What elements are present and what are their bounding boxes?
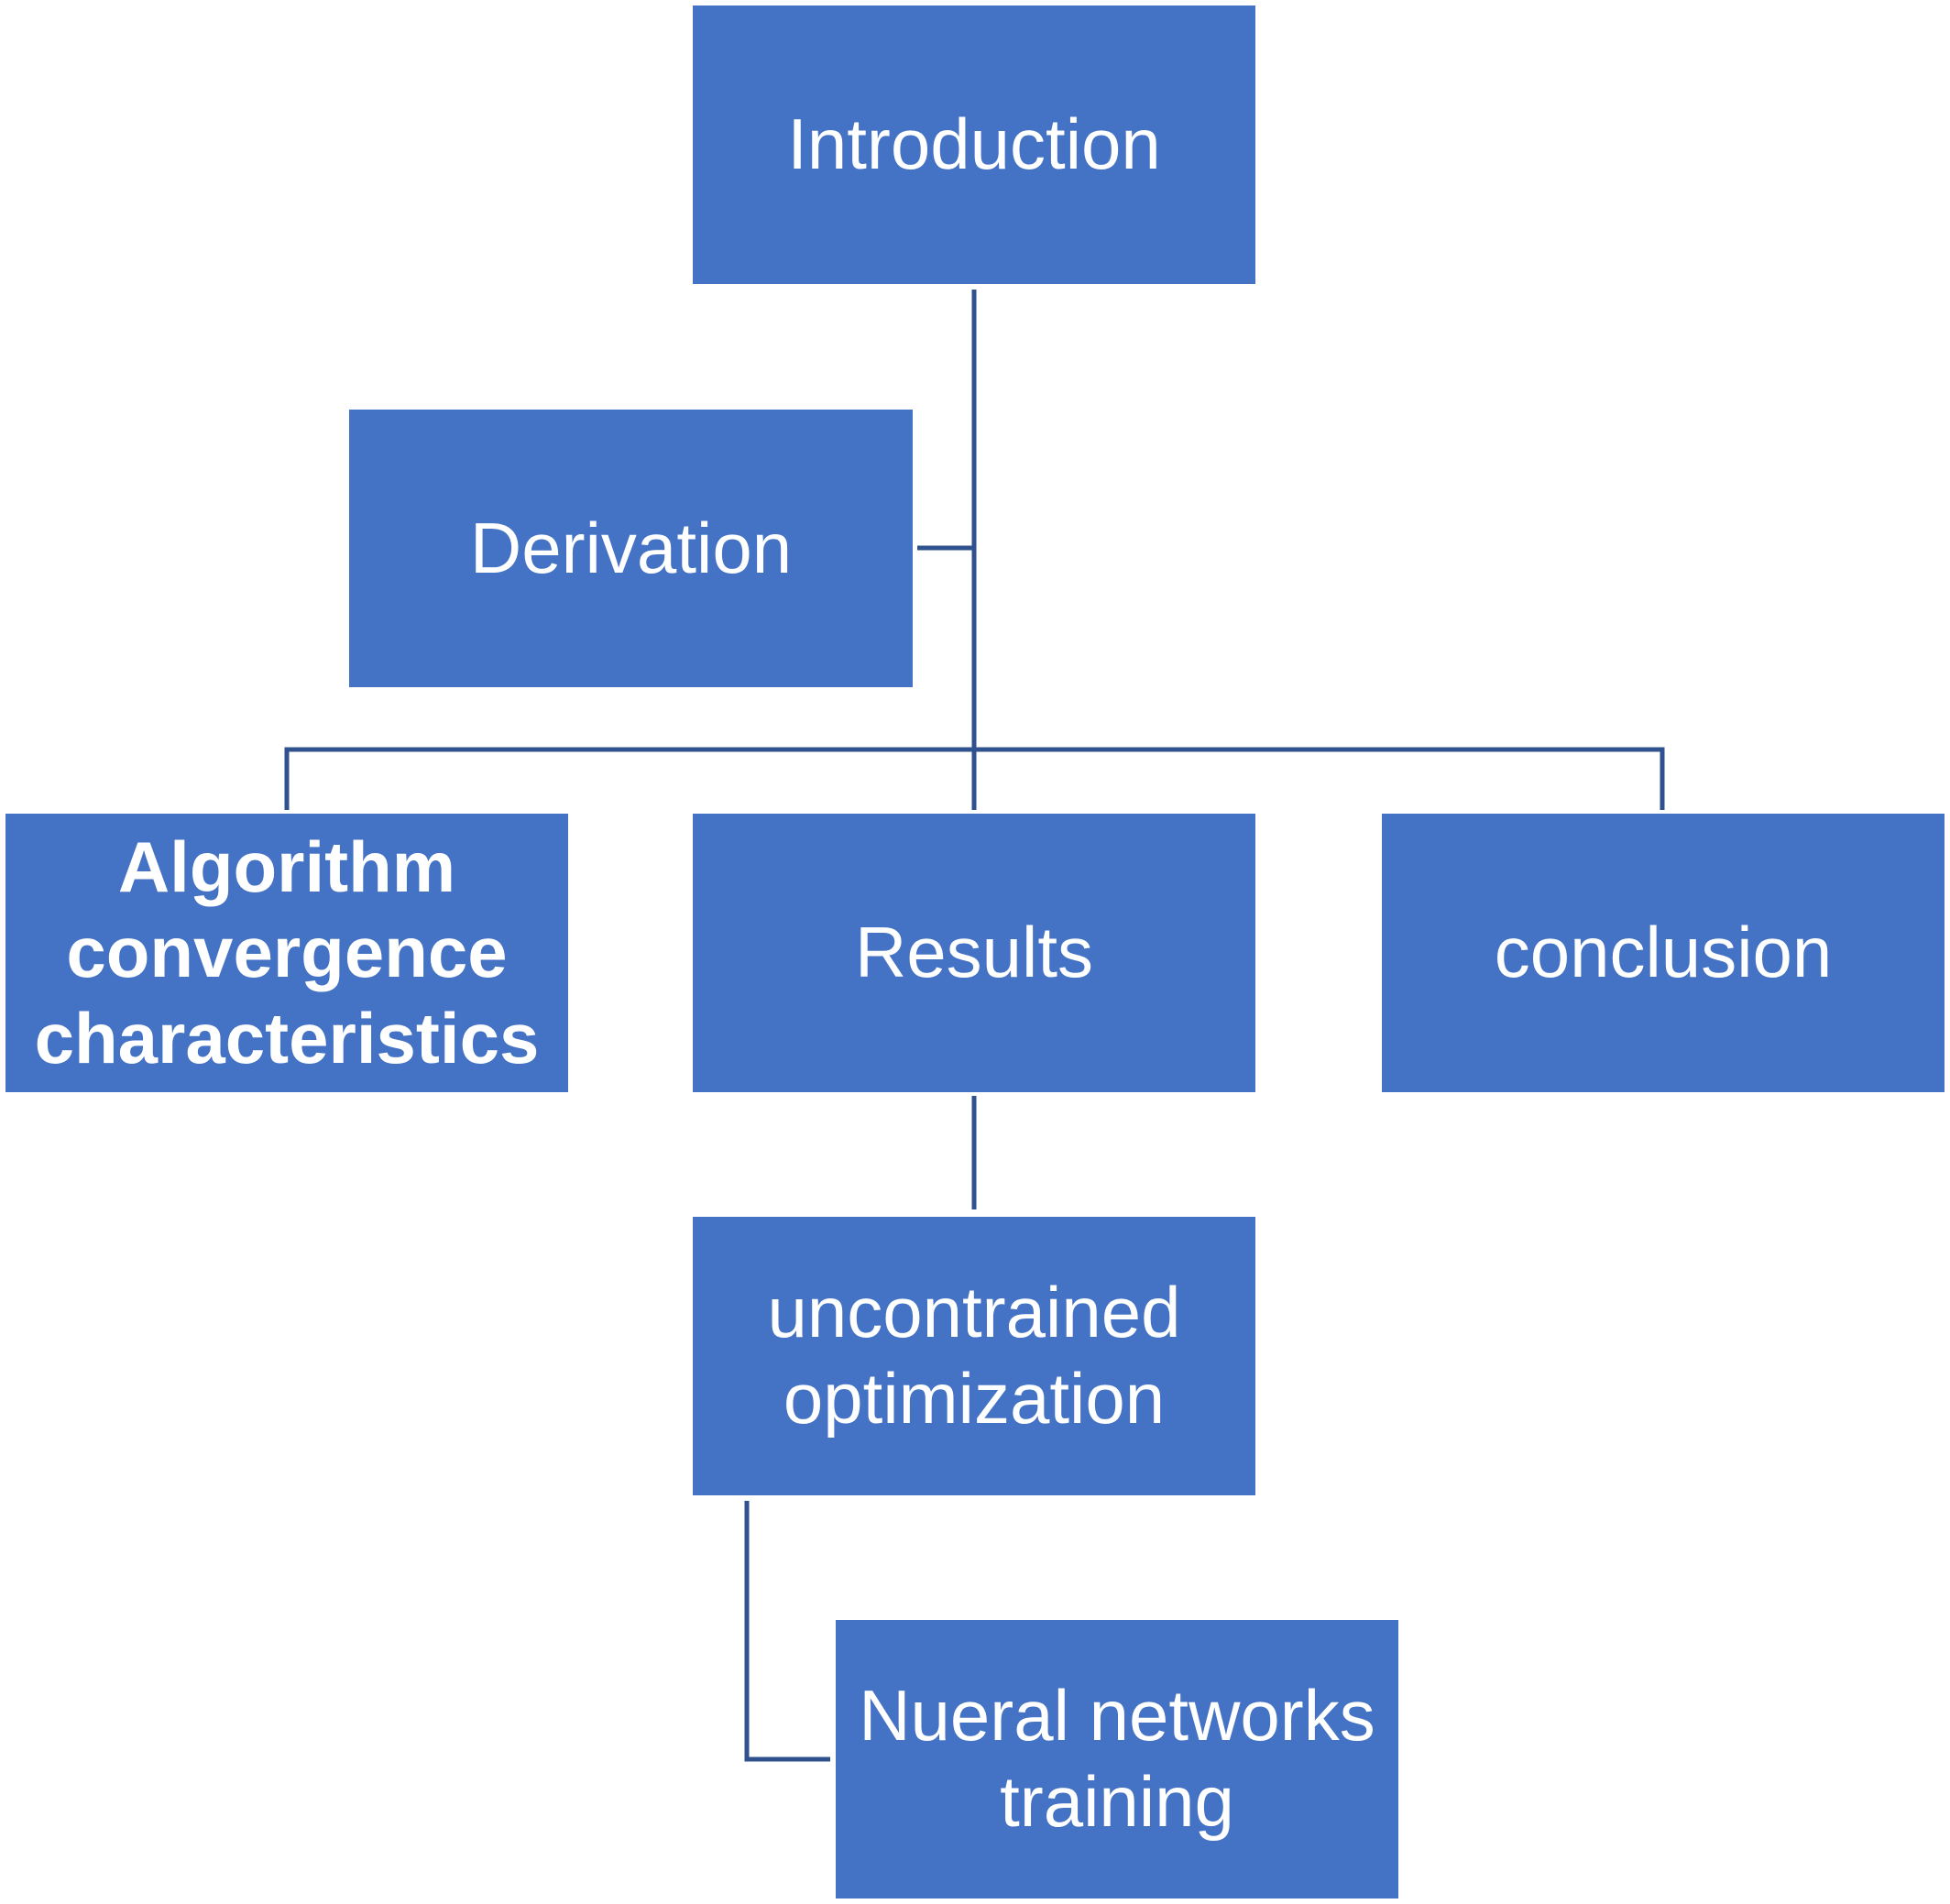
node-neural-networks-training-label: Nueral networks training xyxy=(859,1675,1375,1842)
node-introduction-label: Introduction xyxy=(787,104,1161,185)
node-derivation: Derivation xyxy=(349,410,913,687)
node-results-label: Results xyxy=(854,912,1094,993)
connector-optimization-training xyxy=(744,1501,830,1762)
node-neural-networks-training: Nueral networks training xyxy=(836,1620,1398,1899)
node-unconstrained-optimization-label: uncontrained optimization xyxy=(767,1272,1181,1439)
node-conclusion-label: conclusion xyxy=(1494,912,1833,993)
connector-bus xyxy=(284,747,1665,810)
node-results: Results xyxy=(693,814,1255,1092)
node-algorithm-convergence: Algorithm convergence characteristics xyxy=(5,814,568,1092)
node-unconstrained-optimization: uncontrained optimization xyxy=(693,1217,1255,1495)
node-conclusion: conclusion xyxy=(1382,814,1945,1092)
node-derivation-label: Derivation xyxy=(469,507,793,588)
node-algorithm-convergence-label: Algorithm convergence characteristics xyxy=(34,826,540,1078)
node-introduction: Introduction xyxy=(693,5,1255,284)
